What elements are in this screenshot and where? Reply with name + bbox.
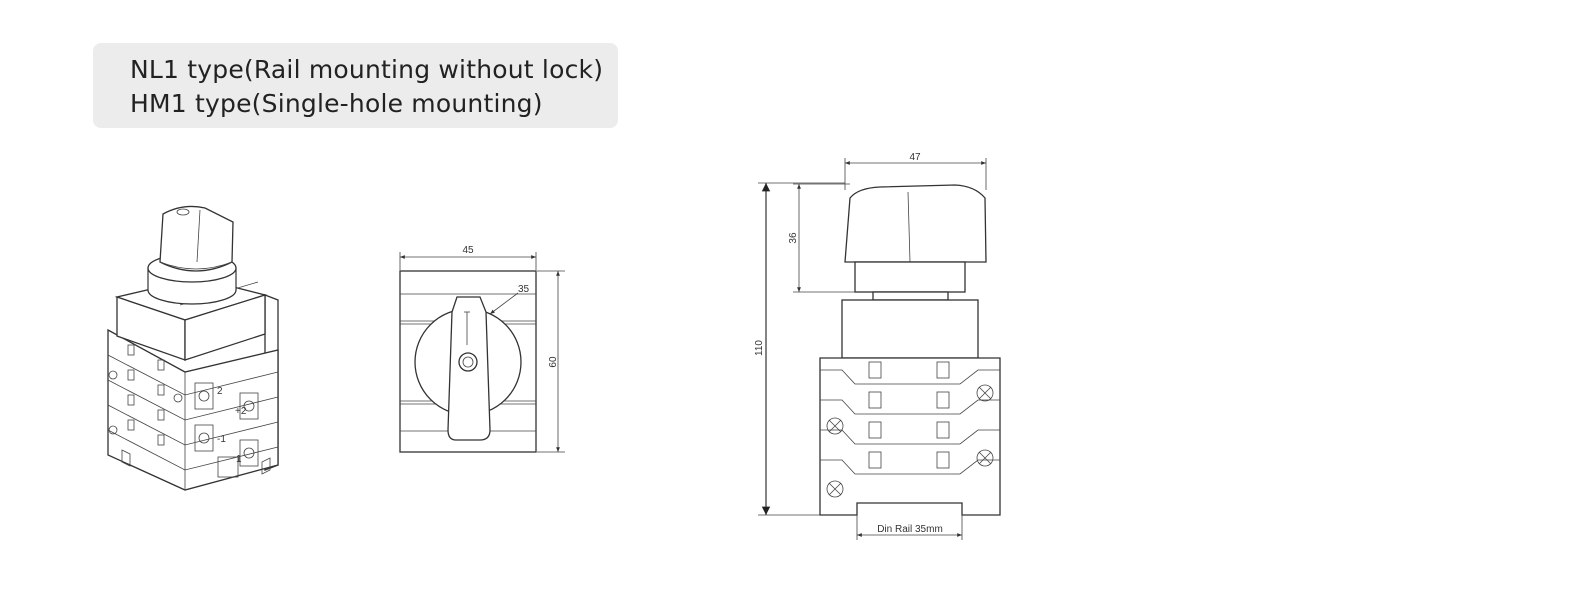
title-line-hm1: HM1 type(Single-hole mounting) [130, 89, 543, 118]
screw-terminals [194, 382, 259, 478]
front-height-label: 60 [548, 356, 559, 368]
terminal-label-1: 1 [236, 454, 242, 465]
terminal-label-plus2: +2 [235, 406, 247, 417]
side-view-drawing: 47 36 110 Din Rail 35mm [754, 152, 1001, 540]
title-box: NL1 type(Rail mounting without lock) HM1… [93, 43, 618, 128]
terminal-slots [108, 344, 183, 446]
terminal-label-minus1: -1 [217, 434, 226, 445]
side-screw-icons [826, 384, 994, 498]
side-knob-height-label: 36 [788, 232, 799, 244]
isometric-switch-drawing: 2 +2 -1 1 [107, 205, 279, 491]
title-line-nl1: NL1 type(Rail mounting without lock) [130, 55, 604, 84]
side-terminal-slots [868, 361, 950, 469]
front-width-label: 45 [462, 245, 474, 256]
total-height-label: 110 [754, 340, 765, 356]
side-knob-width-label: 47 [909, 152, 921, 163]
knob-diameter-label: 35 [518, 284, 530, 295]
front-view-drawing: 45 60 35 [399, 245, 565, 453]
rotary-knob-iso [147, 205, 237, 305]
din-rail-label: Din Rail 35mm [877, 524, 943, 535]
terminal-label-2: 2 [217, 386, 223, 397]
